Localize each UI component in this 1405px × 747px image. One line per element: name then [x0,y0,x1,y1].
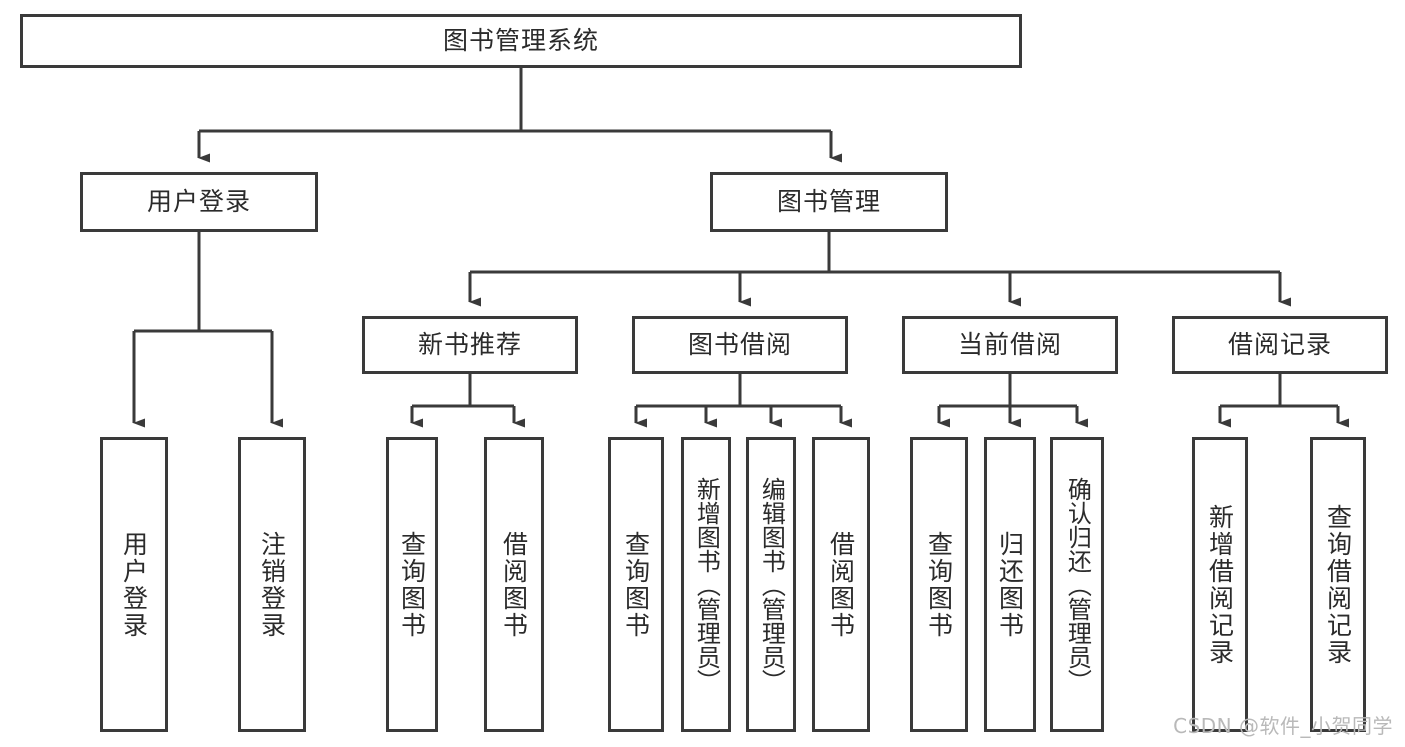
node-leaf-add-book-admin[interactable]: 新增图书（管理员） [681,437,731,732]
node-leaf-query-borrow-record[interactable]: 查询借阅记录 [1310,437,1366,732]
node-book-management[interactable]: 图书管理 [710,172,948,232]
node-leaf-user-login[interactable]: 用户登录 [100,437,168,732]
node-leaf-edit-book-admin[interactable]: 编辑图书（管理员） [746,437,796,732]
node-leaf-query-book-2[interactable]: 查询图书 [608,437,664,732]
node-leaf-borrow-book-1[interactable]: 借阅图书 [484,437,544,732]
node-leaf-query-book-3[interactable]: 查询图书 [910,437,968,732]
node-user-login[interactable]: 用户登录 [80,172,318,232]
node-borrow-record[interactable]: 借阅记录 [1172,316,1388,374]
node-leaf-logout-login[interactable]: 注销登录 [238,437,306,732]
node-root-system[interactable]: 图书管理系统 [20,14,1022,68]
node-current-borrow[interactable]: 当前借阅 [902,316,1118,374]
watermark-label: CSDN @软件_小贺同学 [1173,714,1393,738]
node-leaf-query-book-1[interactable]: 查询图书 [386,437,438,732]
node-book-borrow[interactable]: 图书借阅 [632,316,848,374]
node-leaf-borrow-book-2[interactable]: 借阅图书 [812,437,870,732]
node-leaf-confirm-return[interactable]: 确认归还（管理员） [1050,437,1104,732]
node-leaf-return-book[interactable]: 归还图书 [984,437,1036,732]
node-new-book-recommend[interactable]: 新书推荐 [362,316,578,374]
node-leaf-add-borrow-record[interactable]: 新增借阅记录 [1192,437,1248,732]
